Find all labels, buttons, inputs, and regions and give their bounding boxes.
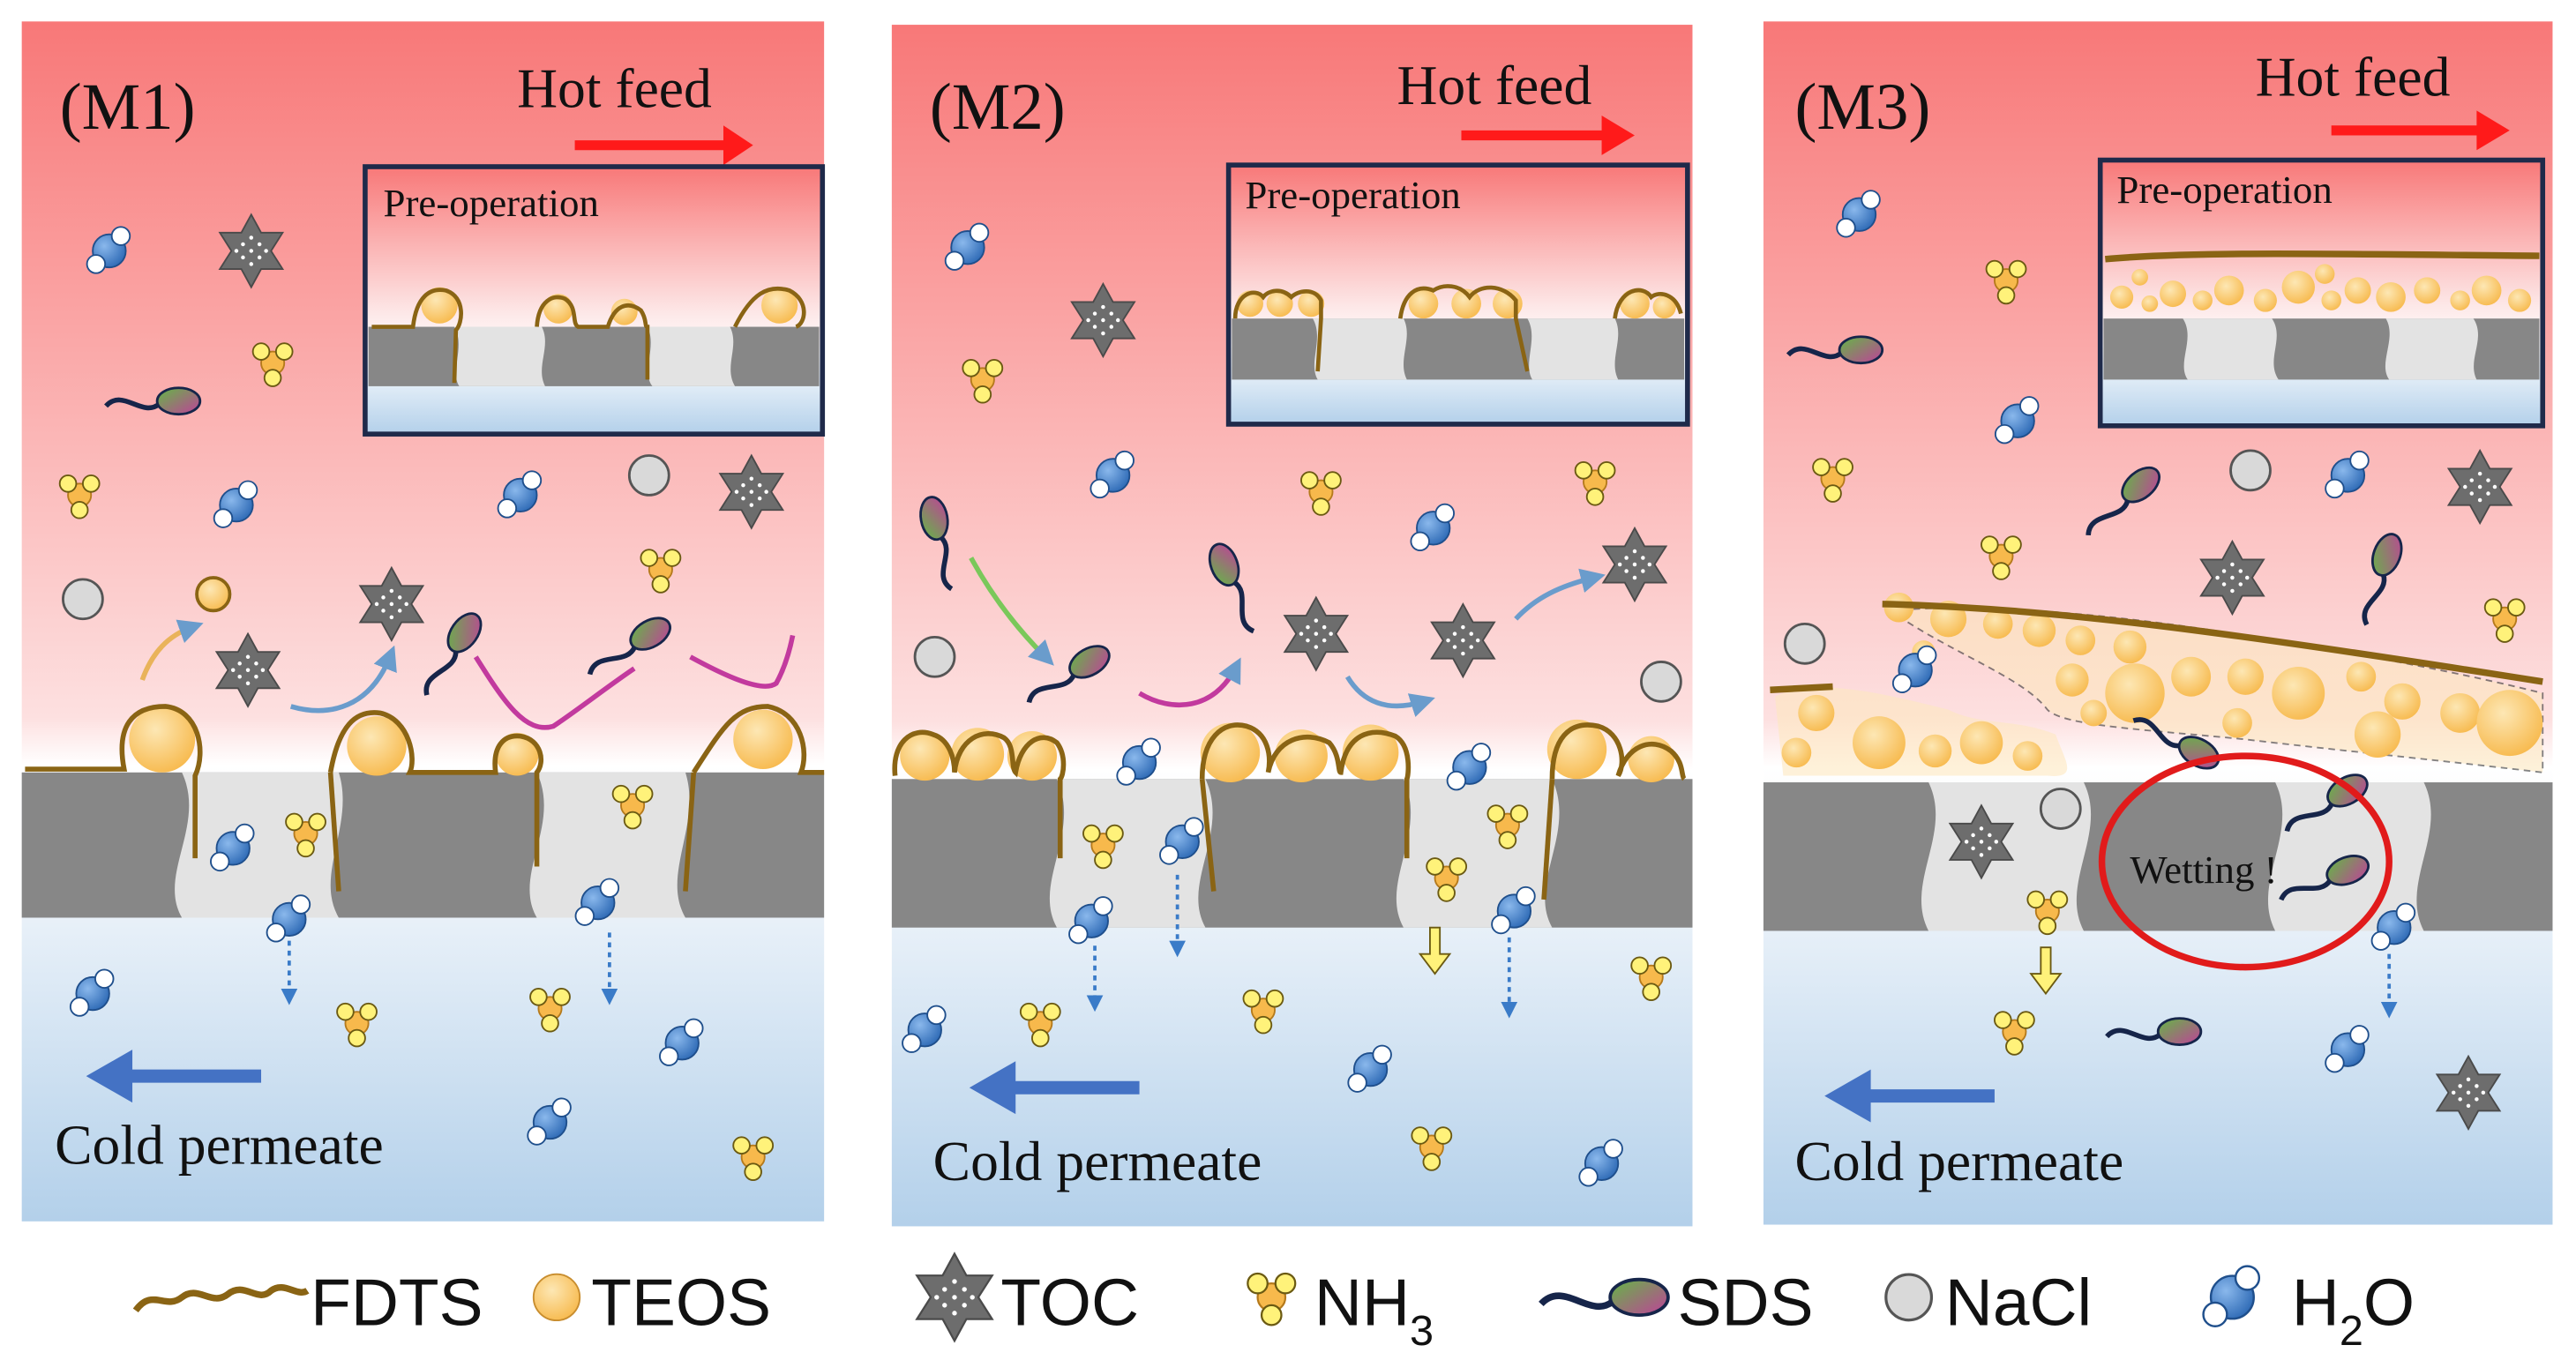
legend-item-h2o: H2O	[2202, 1265, 2415, 1355]
panel-m2-cold-permeate-arrow	[969, 1061, 1140, 1115]
legend-label-nh3-subscript: 3	[1410, 1307, 1434, 1355]
panel-m3-inset-title: Pre-operation	[2116, 168, 2332, 212]
legend-label-toc: TOC	[1000, 1266, 1139, 1340]
panel-m3: (M3) Hot feed Pre-operation	[1763, 21, 2553, 1225]
panel-m2-inset: Pre-operation	[1225, 162, 1690, 427]
fdts-icon	[132, 1284, 310, 1313]
nh3-icon	[1247, 1272, 1297, 1326]
legend-item-nacl: NaCl	[1884, 1266, 2092, 1340]
legend-label-sds: SDS	[1678, 1266, 1814, 1340]
legend-item-teos: TEOS	[532, 1266, 771, 1340]
panel-m3-cold-permeate-label: Cold permeate	[1795, 1130, 2124, 1192]
legend-label-h2o-h: H	[2292, 1266, 2340, 1340]
toc-icon	[916, 1252, 993, 1342]
legend-label-nacl: NaCl	[1945, 1266, 2092, 1340]
panel-m3-teos-layer	[1770, 592, 2544, 776]
wetting-circle	[2098, 752, 2393, 971]
panel-m3-inset: Pre-operation	[2097, 157, 2546, 429]
legend-label-h2o-o: O	[2363, 1266, 2415, 1340]
panel-m1-cold-permeate-arrow	[86, 1050, 262, 1103]
legend-label-nh3: NH	[1314, 1266, 1410, 1340]
panel-m1-hot-feed-arrow	[574, 125, 753, 166]
legend-item-toc: TOC	[916, 1252, 1139, 1342]
panel-m1-cold-permeate-label: Cold permeate	[55, 1113, 384, 1176]
panel-m2: (M2) Hot feed Pre-operation	[891, 25, 1693, 1227]
panel-m3-hot-feed-arrow	[2331, 110, 2510, 151]
panel-m3-wetting-annotation: Wetting !	[2130, 848, 2277, 892]
panel-m1-membrane	[21, 772, 825, 918]
legend-label-teos: TEOS	[591, 1266, 771, 1340]
panel-m2-inset-title: Pre-operation	[1245, 173, 1460, 217]
teos-icon	[532, 1273, 581, 1322]
panel-m2-cold-permeate-label: Cold permeate	[933, 1130, 1262, 1192]
sds-icon	[1541, 1280, 1668, 1315]
panel-m1: (M1) Hot feed Pre-operation	[21, 21, 826, 1222]
panel-m3-cold-permeate-arrow	[1824, 1069, 1995, 1123]
panel-m3-label: (M3)	[1795, 71, 1931, 144]
svg-text:H2O: H2O	[2292, 1266, 2415, 1355]
panel-m2-membrane	[891, 779, 1693, 928]
panel-m2-hot-feed-label: Hot feed	[1397, 54, 1592, 116]
panel-m1-hot-feed-label: Hot feed	[517, 57, 712, 120]
legend: FDTS TEOS TOC NH3 SDS NaCl H2O	[132, 1252, 2415, 1355]
legend-item-sds: SDS	[1541, 1266, 1814, 1340]
panel-m1-fdts-layer	[25, 704, 825, 892]
panel-m2-hot-feed-arrow	[1461, 115, 1635, 155]
svg-text:NH3: NH3	[1314, 1266, 1434, 1355]
panel-m1-label: (M1)	[60, 71, 196, 144]
nacl-icon	[1884, 1273, 1934, 1322]
panel-m2-label: (M2)	[930, 71, 1066, 144]
panel-m2-fdts-layer	[892, 719, 1687, 900]
panel-m1-inset: Pre-operation	[363, 164, 826, 437]
panel-m1-inset-title: Pre-operation	[383, 181, 598, 225]
legend-label-h2o-subscript: 2	[2340, 1307, 2363, 1355]
legend-item-nh3: NH3	[1247, 1266, 1434, 1355]
legend-item-fdts: FDTS	[132, 1266, 483, 1340]
panel-m3-hot-feed-label: Hot feed	[2256, 46, 2451, 108]
h2o-icon	[2202, 1265, 2261, 1327]
legend-label-fdts: FDTS	[311, 1266, 483, 1340]
